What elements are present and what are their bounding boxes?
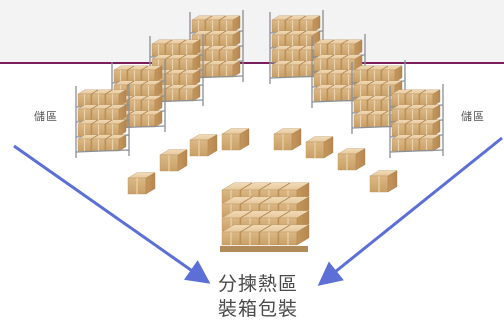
rack-carton bbox=[219, 60, 241, 78]
pallet-base bbox=[220, 246, 308, 252]
rack-carton bbox=[179, 39, 201, 57]
rack-carton bbox=[219, 15, 241, 33]
right-storage-zone-label: 儲區 bbox=[461, 110, 485, 123]
carton-box-icon bbox=[273, 128, 302, 151]
rack-carton bbox=[219, 30, 241, 48]
pallet-stack bbox=[220, 182, 310, 252]
rack-carton bbox=[179, 69, 201, 87]
arrow-icon bbox=[13, 144, 211, 284]
rack-carton bbox=[419, 89, 441, 107]
carton-box-icon bbox=[127, 172, 156, 195]
storage-rack-icon bbox=[75, 84, 130, 158]
rack-carton bbox=[219, 45, 241, 63]
rack-carton bbox=[299, 15, 321, 33]
rack-carton bbox=[419, 104, 441, 122]
packing-text: 裝箱包裝 bbox=[217, 298, 298, 320]
rack-shelf bbox=[75, 149, 130, 153]
rack-shelf bbox=[389, 149, 444, 153]
rack-carton bbox=[105, 119, 127, 137]
rack-carton bbox=[105, 89, 127, 107]
rack-carton bbox=[105, 134, 127, 152]
rack-carton bbox=[105, 104, 127, 122]
carton-box-icon bbox=[369, 170, 398, 193]
left-storage-zone-label: 儲區 bbox=[34, 110, 58, 123]
carton-box-icon bbox=[337, 148, 366, 171]
header-band bbox=[0, 0, 504, 62]
rack-carton bbox=[419, 134, 441, 152]
carton-box-icon bbox=[159, 149, 188, 172]
header-divider bbox=[0, 62, 504, 64]
carton-box-icon bbox=[305, 136, 334, 159]
flow-arrows bbox=[13, 136, 503, 286]
rack-carton bbox=[141, 95, 163, 113]
storage-rack-icon bbox=[389, 84, 444, 158]
storage-racks bbox=[75, 10, 444, 158]
rack-carton bbox=[381, 65, 403, 83]
pallet-stack-icon bbox=[220, 182, 310, 252]
loose-cartons bbox=[127, 128, 398, 195]
rack-carton bbox=[141, 110, 163, 128]
rack-carton bbox=[179, 54, 201, 72]
rack-carton bbox=[299, 30, 321, 48]
rack-carton bbox=[419, 119, 441, 137]
picking-packing-zone-label: 分揀熱區 裝箱包裝 bbox=[205, 272, 311, 322]
rack-carton bbox=[341, 39, 363, 57]
rack-carton bbox=[179, 84, 201, 102]
rack-carton bbox=[141, 80, 163, 98]
storage-rack-icon bbox=[269, 10, 324, 84]
carton-box-icon bbox=[189, 134, 218, 157]
picking-hot-zone-text: 分揀熱區 bbox=[217, 273, 298, 295]
pallet-carton bbox=[278, 224, 310, 246]
carton-box-icon bbox=[221, 128, 250, 151]
rack-carton bbox=[141, 65, 163, 83]
arrow-icon bbox=[317, 136, 503, 286]
